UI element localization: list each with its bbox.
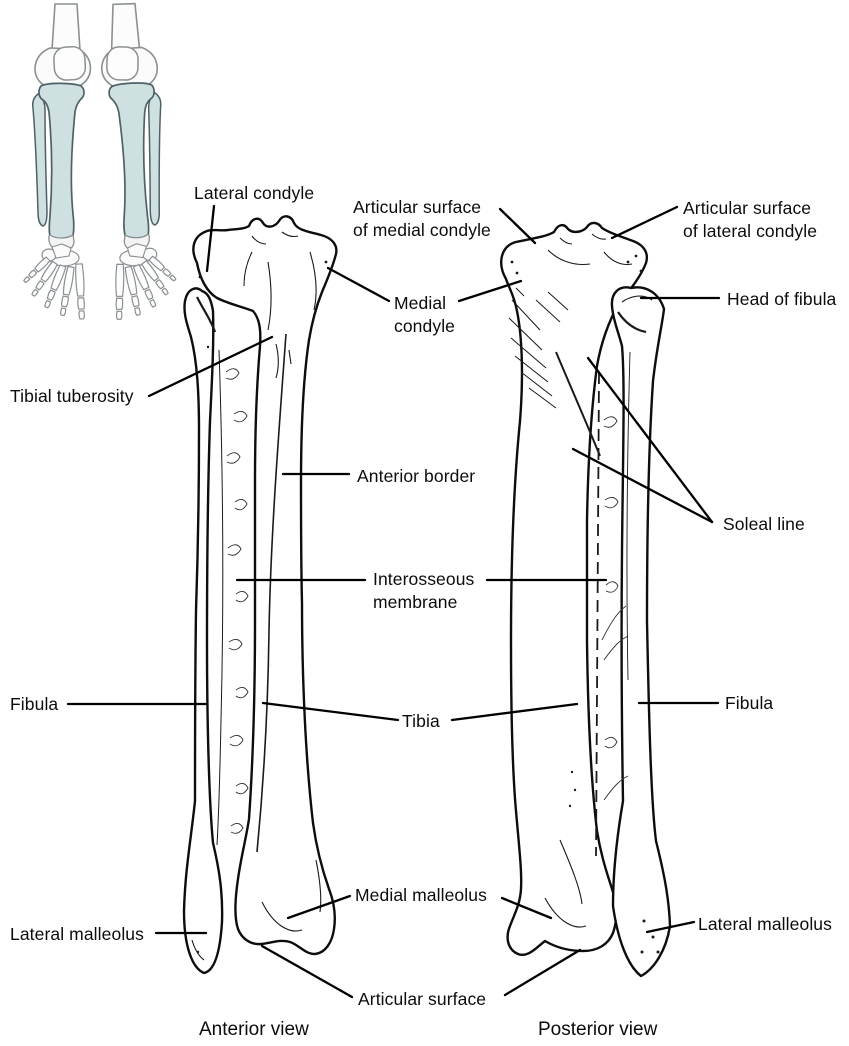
label-text: Interosseous [373,569,475,589]
caption-posterior-view: Posterior view [538,1019,657,1041]
label-text: Lateral condyle [194,183,315,203]
leader-tibial-tuberosity [147,335,274,398]
leader-lateral-malleolus-right [645,920,696,934]
label-articular-surface-distal: Articular surface [358,988,486,1011]
leader-medial-condyle-left [326,266,391,303]
label-text: Anterior border [357,466,476,486]
label-text: Articular surface [683,198,812,218]
leader-soleal-upper [586,356,714,524]
label-text: Tibia [402,711,440,731]
anterior-fibula-drawing [182,287,224,975]
leader-articular-surface-distal-right [503,948,582,997]
label-medial-malleolus: Medial malleolus [355,884,487,907]
anterior-bone-details [191,231,328,961]
leader-medial-condyle-right [457,279,523,303]
inset-legs-illustration [21,1,180,321]
label-text: of medial condyle [353,220,491,240]
label-lateral-malleolus-posterior: Lateral malleolus [698,913,832,936]
label-soleal-line: Soleal line [723,513,805,536]
label-interosseous-membrane: Interosseous membrane [373,568,474,614]
posterior-bone-details [508,233,660,954]
leader-tibia-right [450,702,579,722]
leader-lateral-condyle [205,204,216,273]
anterior-tibia-drawing [192,215,338,956]
label-articular-surface-lateral-condyle: Articular surface of lateral condyle [683,197,817,243]
caption-anterior-view: Anterior view [199,1019,309,1041]
label-text: Medial malleolus [355,885,487,905]
label-tibia: Tibia [402,710,440,733]
leader-medial-malleolus-left [286,894,352,920]
label-text: Head of fibula [727,289,837,309]
label-medial-condyle: Medial condyle [394,292,455,338]
posterior-fibula-drawing [610,286,672,978]
label-fibula-anterior: Fibula [10,693,58,716]
leader-articular-surface-medial [498,207,537,245]
label-head-of-fibula: Head of fibula [727,288,836,311]
leader-lines [66,204,721,999]
label-articular-surface-medial-condyle: Articular surface of medial condyle [353,196,491,242]
leader-tibia-left [261,701,400,722]
label-lateral-malleolus-anterior: Lateral malleolus [10,923,144,946]
label-text: Fibula [725,693,774,713]
label-text: Lateral malleolus [698,914,832,934]
label-text: membrane [373,592,458,612]
label-text: of lateral condyle [683,221,818,241]
label-text: condyle [394,316,456,336]
leader-articular-surface-lateral [610,205,679,240]
label-text: Fibula [10,694,59,714]
label-anterior-border: Anterior border [357,465,475,488]
label-text: Tibial tuberosity [10,386,134,406]
label-text: Soleal line [723,514,805,534]
label-tibial-tuberosity: Tibial tuberosity [10,385,134,408]
leader-soleal-lower [571,447,714,524]
caption-text: Posterior view [538,1019,658,1040]
label-text: Medial [394,293,447,313]
leader-articular-surface-distal-left [260,944,354,999]
leader-medial-malleolus-right [500,896,553,920]
label-fibula-posterior: Fibula [725,692,773,715]
label-text: Articular surface [358,989,487,1009]
label-lateral-condyle: Lateral condyle [194,182,314,205]
label-text: Lateral malleolus [10,924,144,944]
caption-text: Anterior view [199,1019,309,1040]
label-text: Articular surface [353,197,482,217]
